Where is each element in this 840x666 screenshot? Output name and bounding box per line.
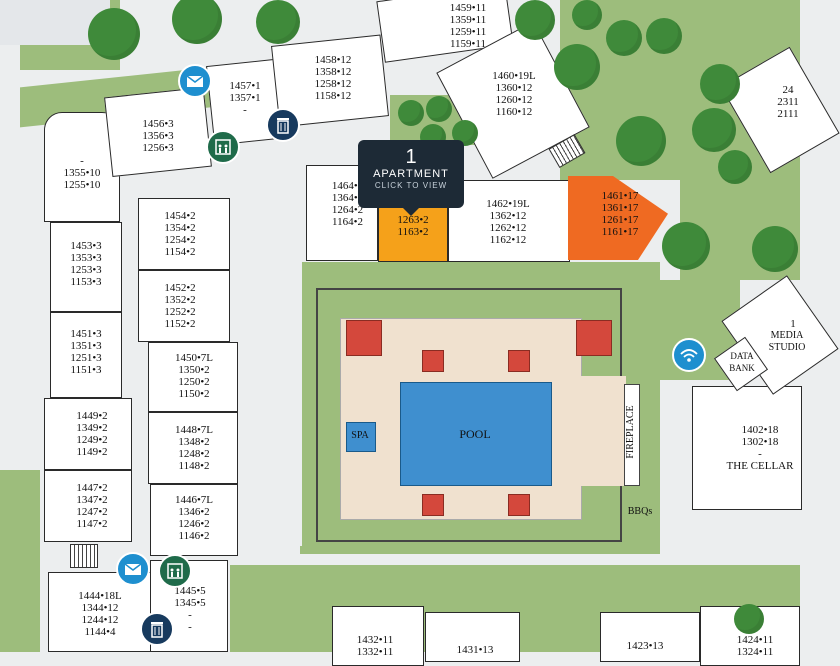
- building-1452-label: 1452•2 1352•2 1252•2 1152•2: [164, 282, 196, 330]
- pool[interactable]: [400, 382, 552, 486]
- wifi-icon[interactable]: [672, 338, 706, 372]
- cabana-roof-1: [422, 350, 444, 372]
- tree-11: [616, 116, 666, 166]
- tree-19: [734, 604, 764, 634]
- building-1461-label: 1461•17 1361•17 1261•17 1161•17: [601, 190, 639, 238]
- data-bank-label: DATA BANK: [729, 351, 755, 373]
- building-1355-label: - 1355•10 1255•10: [63, 155, 101, 191]
- building-1447[interactable]: [44, 470, 132, 542]
- building-1448[interactable]: [148, 412, 238, 484]
- tree-12: [718, 150, 752, 184]
- tooltip-count: 1: [405, 146, 417, 168]
- tree-5: [554, 44, 600, 90]
- building-1451[interactable]: [50, 312, 122, 398]
- cabana-roof-nw: [346, 320, 382, 356]
- grass-center-left-strip: [232, 176, 302, 546]
- tree-3: [256, 0, 300, 44]
- building-1454-label: 1454•2 1354•2 1254•2 1154•2: [164, 210, 196, 258]
- building-1431-label: 1431•13: [456, 644, 494, 656]
- building-1452[interactable]: [138, 270, 230, 342]
- cabana-roof-ne: [576, 320, 612, 356]
- building-1453-label: 1453•3 1353•3 1253•3 1153•3: [70, 240, 102, 288]
- tree-7: [606, 20, 642, 56]
- pool-label: POOL: [459, 427, 491, 441]
- fireplace-label: FIREPLACE: [625, 405, 636, 459]
- trash-icon[interactable]: [266, 108, 300, 142]
- tree-10: [692, 108, 736, 152]
- grass-left-lower: [0, 470, 40, 652]
- bbq-label: BBQs: [627, 506, 653, 517]
- tooltip-subtitle: CLICK TO VIEW: [374, 181, 448, 190]
- media-studio-label: MEDIA STUDIO: [768, 330, 806, 353]
- elevator-icon-2[interactable]: [158, 554, 192, 588]
- building-1456-label: 1456•3 1356•3 1256•3: [142, 118, 174, 154]
- cabana-roof-2: [508, 350, 530, 372]
- building-1402-label: 1402•18 1302•18 - THE CELLAR: [726, 424, 794, 472]
- tooltip-pointer: [403, 208, 419, 216]
- stair-left: [70, 544, 98, 568]
- building-1402[interactable]: [692, 386, 802, 510]
- spa[interactable]: [346, 422, 376, 452]
- trash-icon-2[interactable]: [140, 612, 174, 646]
- building-1446[interactable]: [150, 484, 238, 556]
- tree-14: [752, 226, 798, 272]
- building-1450-label: 1450•7L 1350•2 1250•2 1150•2: [174, 352, 214, 400]
- media-studio-number: 1: [790, 318, 796, 330]
- building-1451-label: 1451•3 1351•3 1251•3 1151•3: [70, 328, 102, 376]
- building-1444-label: 1444•18L 1344•12 1244•12 1144•4: [78, 590, 122, 638]
- tree-9: [700, 64, 740, 104]
- tree-6: [572, 0, 602, 30]
- tooltip-title: APARTMENT: [373, 168, 449, 180]
- apartment-tooltip[interactable]: 1 APARTMENT CLICK TO VIEW: [358, 140, 464, 208]
- tree-4: [515, 0, 555, 40]
- building-1460-label: 1460•19L 1360•12 1260•12 1160•12: [492, 70, 536, 118]
- building-1458-label: 1458•12 1358•12 1258•12 1158•12: [314, 54, 352, 102]
- building-1459-label: 1459•11 1359•11 1259•11 1159•11: [449, 2, 487, 50]
- building-1423-label: 1423•13: [626, 640, 664, 652]
- tree-16: [426, 96, 452, 122]
- tree-2: [172, 0, 222, 44]
- building-1432-label: 1432•11 1332•11: [356, 634, 394, 658]
- building-1263-label: 1263•2 1163•2: [397, 214, 429, 238]
- building-1431[interactable]: [425, 612, 520, 662]
- building-1450[interactable]: [148, 342, 238, 412]
- building-1447-label: 1447•2 1347•2 1247•2 1147•2: [76, 482, 108, 530]
- mail-icon[interactable]: [178, 64, 212, 98]
- building-1462-label: 1462•19L 1362•12 1262•12 1162•12: [486, 198, 530, 246]
- pool-deck-right: [580, 376, 626, 486]
- building-1445-label: 1445•5 1345•5 - -: [174, 585, 206, 633]
- spa-label: SPA: [351, 430, 369, 441]
- building-1454[interactable]: [138, 198, 230, 270]
- building-1449[interactable]: [44, 398, 132, 470]
- building-2311-label: 24 2311 2111: [777, 84, 799, 120]
- tree-8: [646, 18, 682, 54]
- building-1462[interactable]: [448, 180, 570, 262]
- building-1423[interactable]: [600, 612, 700, 662]
- cabana-roof-3: [422, 494, 444, 516]
- building-1424-label: 1424•11 1324•11: [736, 634, 774, 658]
- mail-icon-2[interactable]: [116, 552, 150, 586]
- fireplace[interactable]: [624, 384, 640, 486]
- tree-1: [88, 8, 140, 60]
- building-1449-label: 1449•2 1349•2 1249•2 1149•2: [76, 410, 108, 458]
- building-1457-label: 1457•1 1357•1 -: [229, 80, 261, 116]
- building-1448-label: 1448•7L 1348•2 1248•2 1148•2: [174, 424, 214, 472]
- building-1432[interactable]: [332, 606, 424, 666]
- tree-15: [398, 100, 424, 126]
- building-1464-label: 1464•2 1364•2 1264•2 1164•2: [331, 180, 364, 228]
- cabana-roof-4: [508, 494, 530, 516]
- tree-13: [662, 222, 710, 270]
- building-1446-label: 1446•7L 1346•2 1246•2 1146•2: [174, 494, 214, 542]
- building-1453[interactable]: [50, 222, 122, 312]
- elevator-icon[interactable]: [206, 130, 240, 164]
